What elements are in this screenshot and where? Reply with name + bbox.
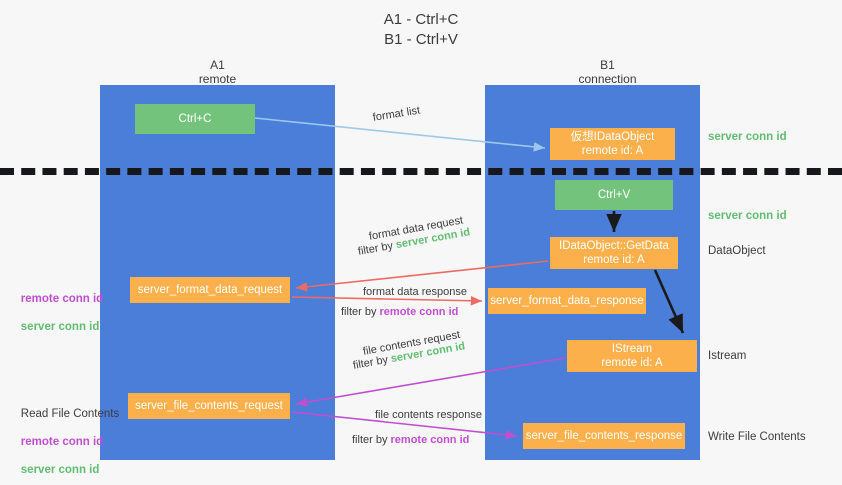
filter-value-remote-conn-id: remote conn id bbox=[379, 306, 459, 318]
label-read-file-contents: Read File Contents bbox=[20, 408, 120, 420]
filter-prefix: filter by bbox=[352, 434, 391, 446]
label-remote-conn-id-bottom: remote conn id bbox=[20, 436, 104, 448]
box-server-format-data-request[interactable]: server_format_data_request bbox=[130, 277, 290, 303]
box-idataobject-getdata[interactable]: IDataObject::GetData remote id: A bbox=[550, 237, 678, 269]
filter-prefix: filter by bbox=[341, 306, 380, 318]
label-remote-conn-id-mid: remote conn id bbox=[20, 293, 104, 305]
label-server-conn-id-left-bottom: server conn id bbox=[20, 464, 100, 476]
box-istream[interactable]: IStream remote id: A bbox=[567, 340, 697, 372]
divider-dashed-line bbox=[0, 168, 842, 175]
label-server-conn-id-left-mid: server conn id bbox=[20, 321, 100, 333]
label-server-conn-id-mid: server conn id bbox=[708, 210, 787, 222]
box-ctrl-c[interactable]: Ctrl+C bbox=[135, 104, 255, 134]
box-server-file-contents-response[interactable]: server_file_contents_response bbox=[523, 423, 685, 449]
filter-prefix: filter by bbox=[352, 353, 393, 372]
edge-label-file-contents-response: file contents response bbox=[375, 409, 483, 421]
label-left-bottom-group: Read File Contents remote conn id server… bbox=[8, 393, 119, 485]
label-server-conn-id-top: server conn id bbox=[708, 131, 787, 143]
label-left-conn-ids-middle: remote conn id server conn id bbox=[8, 278, 103, 348]
lane-header-a1: A1 remote bbox=[198, 58, 237, 86]
lane-header-b1: B1 connection bbox=[578, 58, 637, 86]
label-dataobject: DataObject bbox=[708, 245, 766, 257]
box-virtual-idataobject[interactable]: 仮想IDataObject remote id: A bbox=[550, 128, 675, 160]
edge-label-format-list: format list bbox=[372, 104, 421, 124]
filter-prefix: filter by bbox=[357, 239, 398, 258]
label-write-file-contents: Write File Contents bbox=[708, 431, 806, 443]
box-ctrl-v[interactable]: Ctrl+V bbox=[555, 180, 673, 210]
edge-label-format-data-response: format data response bbox=[363, 286, 467, 298]
label-istream: Istream bbox=[708, 350, 747, 362]
edge-label-format-data-response-filter: filter by remote conn id bbox=[341, 306, 458, 318]
edge-label-file-contents-response-filter: filter by remote conn id bbox=[352, 434, 469, 446]
box-server-file-contents-request[interactable]: server_file_contents_request bbox=[128, 393, 290, 419]
page-title: A1 - Ctrl+C B1 - Ctrl+V bbox=[383, 11, 459, 48]
box-server-format-data-response[interactable]: server_format_data_response bbox=[488, 288, 646, 314]
filter-value-remote-conn-id: remote conn id bbox=[390, 434, 470, 446]
